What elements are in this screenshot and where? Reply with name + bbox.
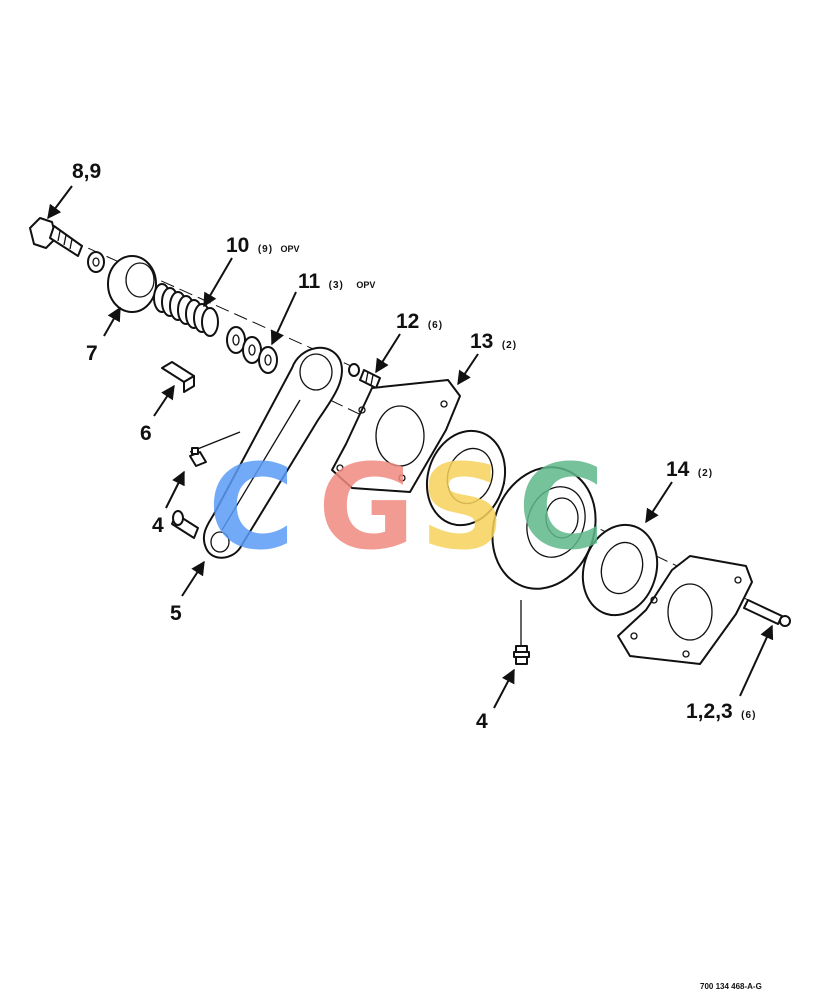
callout-13: 13 (2) bbox=[470, 330, 517, 353]
drawing-reference-code: 700 134 468-A-G bbox=[700, 982, 762, 991]
watermark: C G S C bbox=[208, 438, 605, 576]
callout-4-upper: 4 bbox=[152, 514, 164, 537]
flange-plate-part bbox=[331, 379, 461, 493]
grease-fitting-2-part bbox=[513, 600, 530, 665]
lock-washer-part bbox=[87, 251, 105, 273]
callout-4-lower: 4 bbox=[476, 710, 488, 733]
watermark-letter-g: G bbox=[318, 438, 415, 576]
callout-12: 12 (6) bbox=[396, 310, 443, 333]
callout-labels: 8,9 10 (9) OPV 11 (3) OPV 12 (6) 13 (2) … bbox=[72, 160, 756, 733]
callout-1-2-3: 1,2,3 (6) bbox=[686, 700, 756, 723]
belleville-washers-part bbox=[153, 283, 219, 337]
flange-plate-2-part bbox=[617, 555, 753, 665]
callout-5: 5 bbox=[170, 602, 182, 625]
nut-part bbox=[348, 363, 381, 389]
watermark-letter-c1: C bbox=[208, 438, 295, 576]
bolt-part bbox=[29, 217, 83, 257]
watermark-letter-s: S bbox=[420, 438, 505, 576]
leader-arrows bbox=[47, 185, 774, 709]
callout-11: 11 (3) OPV bbox=[298, 270, 375, 293]
cup-washer-part bbox=[107, 255, 157, 313]
carriage-bolt-part bbox=[743, 599, 791, 627]
callout-8-9: 8,9 bbox=[72, 160, 101, 183]
hub-disc-part bbox=[491, 466, 597, 590]
callout-10: 10 (9) OPV bbox=[226, 234, 300, 257]
key-part bbox=[161, 361, 195, 393]
callout-6: 6 bbox=[140, 422, 152, 445]
friction-disc-part bbox=[425, 429, 507, 527]
watermark-letter-c2: C bbox=[518, 438, 605, 576]
grease-fitting-part bbox=[189, 447, 207, 467]
callout-14: 14 (2) bbox=[666, 458, 713, 481]
callout-7: 7 bbox=[86, 342, 98, 365]
friction-disc-2-part bbox=[581, 523, 659, 617]
flat-washers-part bbox=[226, 326, 278, 374]
